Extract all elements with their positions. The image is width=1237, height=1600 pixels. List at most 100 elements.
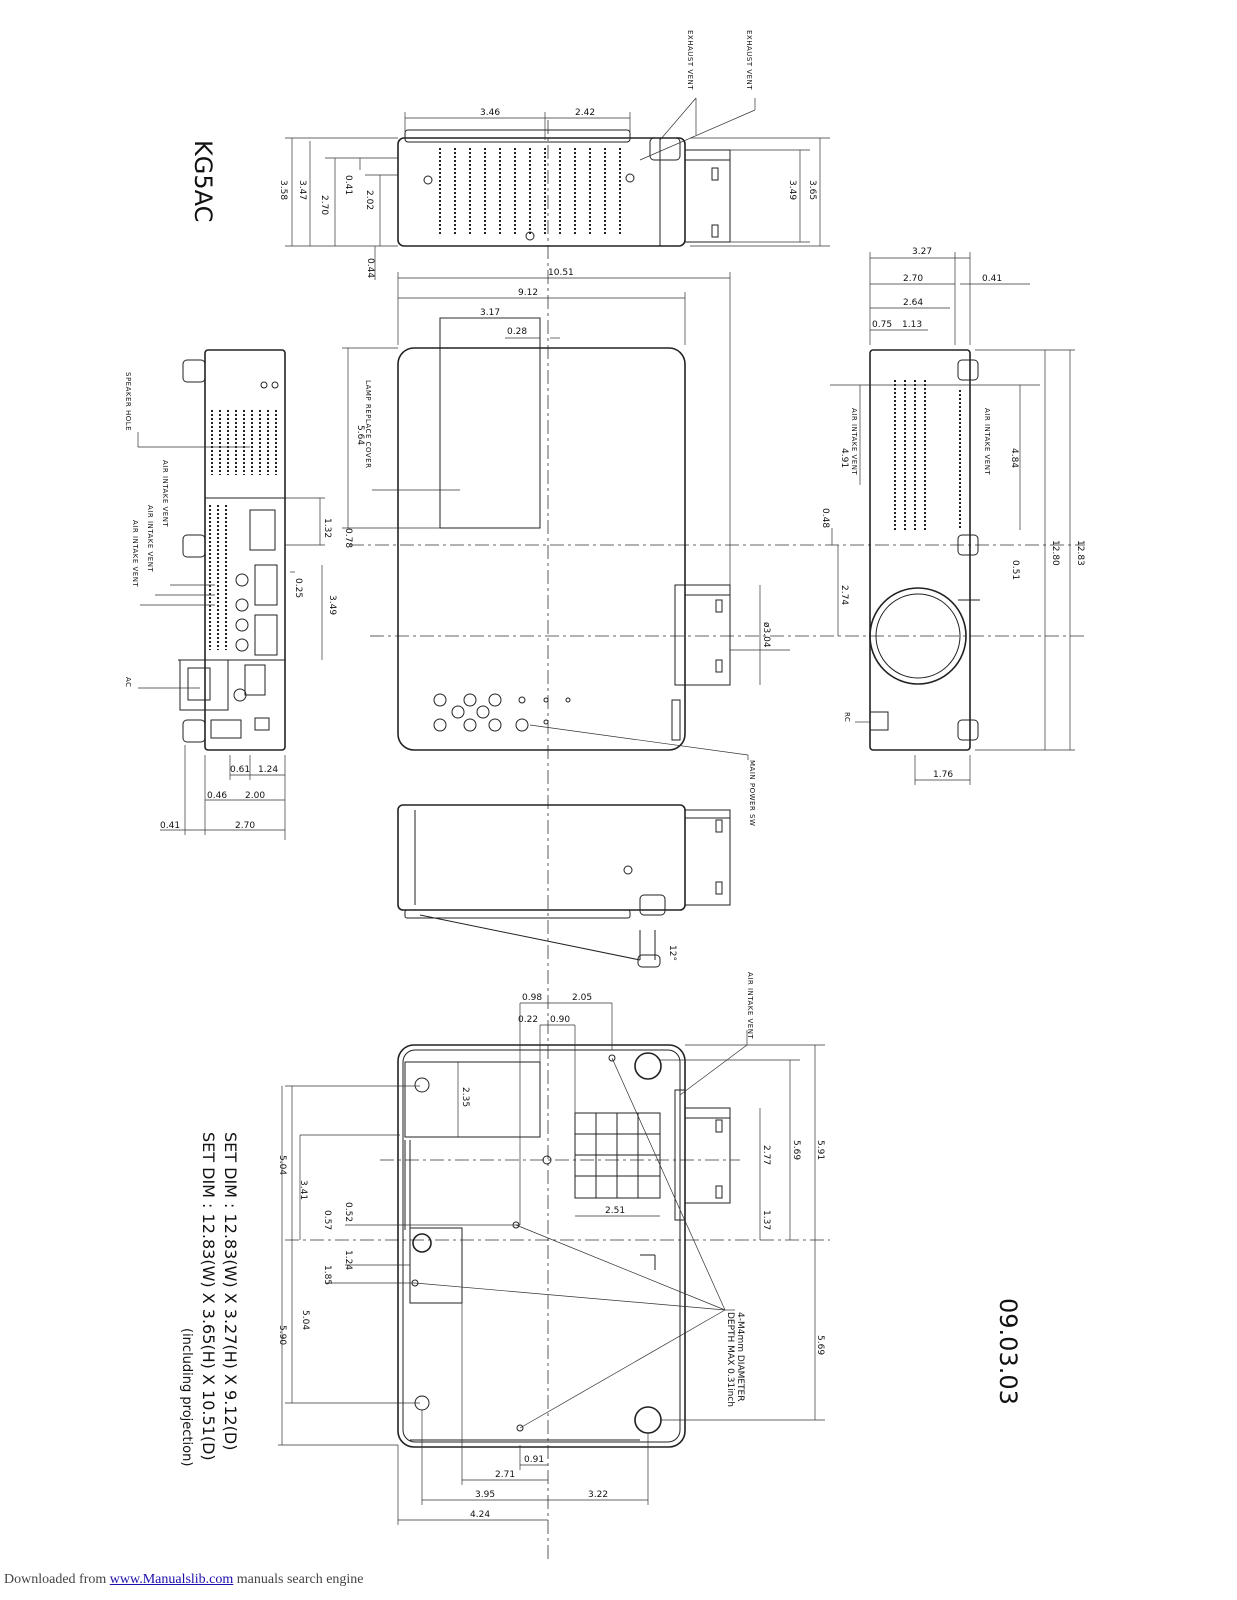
dimension-label: 1.37	[761, 1210, 771, 1230]
dimension-label: 1.24	[258, 765, 278, 775]
ac-label: AC	[124, 677, 132, 688]
dimension-label: 2.02	[364, 190, 374, 210]
dimension-label: 0.41	[982, 274, 1002, 284]
dimension-label: 3.27	[912, 247, 932, 257]
lamp-cover-label: LAMP REPLACE COVER	[364, 380, 372, 468]
dimension-label: 3.95	[475, 1490, 495, 1500]
rc-label: RC	[843, 712, 851, 722]
dimension-label: 3.65	[807, 180, 817, 200]
front-view	[869, 349, 980, 751]
dimension-label: 5.69	[791, 1140, 801, 1160]
dimension-label: 5.04	[300, 1310, 310, 1330]
dimension-label: 4.24	[470, 1510, 490, 1520]
dimension-label: 2.00	[245, 791, 265, 801]
dimension-label: 2.64	[903, 298, 923, 308]
dimension-label: 0.25	[293, 578, 303, 598]
dimension-label: 0.22	[518, 1015, 538, 1025]
rear-view-dimensions: SPEAKER HOLE AIR INTAKE VENT AIR INTAKE …	[124, 372, 353, 840]
dimension-label: 9.12	[518, 288, 538, 298]
dimension-label: 2.70	[319, 195, 329, 215]
top-view-dimensions: 3.46 2.42 3.58 3.47 0.41 2.70 2.02 0.44 …	[278, 30, 830, 280]
dimension-label: 3.58	[278, 180, 288, 200]
dimension-label: 2.05	[572, 993, 592, 1003]
dimension-label: 0.41	[343, 175, 353, 195]
dimension-label: 3.17	[480, 308, 500, 318]
dimension-label: ø3.04	[761, 622, 771, 648]
side-view: 12°	[397, 804, 731, 968]
dimension-label: 3.46	[480, 108, 500, 118]
set-dim-2: SET DIM : 12.83(W) X 3.65(H) X 10.51(D)	[199, 1132, 218, 1461]
dimension-label: 5.69	[815, 1335, 825, 1355]
set-dim-note: (including projection)	[179, 1328, 194, 1466]
main-power-sw-label: MAIN POWER SW	[748, 760, 756, 826]
bottom-view-dimensions: 0.98 2.05 0.22 0.90 2.35 5.04 3.41 0.52 …	[277, 972, 825, 1525]
dimension-label: 5.64	[355, 425, 365, 445]
download-footer: Downloaded from www.Manualslib.com manua…	[4, 1572, 364, 1588]
model-title: KG5AC	[189, 140, 217, 222]
dimension-label: 0.91	[524, 1455, 544, 1465]
dimension-label: 2.42	[575, 108, 595, 118]
dimension-label: 0.75	[872, 320, 892, 330]
rear-view	[178, 349, 286, 751]
dimension-label: 2.35	[460, 1087, 470, 1107]
dimension-label: 0.51	[1010, 560, 1020, 580]
set-dim-1: SET DIM : 12.83(W) X 3.27(H) X 9.12(D)	[221, 1132, 240, 1450]
manualslib-link[interactable]: www.Manualslib.com	[109, 1572, 234, 1587]
speaker-hole-label: SPEAKER HOLE	[124, 372, 132, 431]
air-intake-label-4: AIR INTAKE VENT	[850, 408, 858, 475]
dimension-label: 5.91	[815, 1140, 825, 1160]
dimension-label: 0.44	[365, 258, 375, 278]
air-intake-label-1: AIR INTAKE VENT	[161, 460, 169, 527]
dimension-label: 0.46	[207, 791, 227, 801]
dimension-label: 0.61	[230, 765, 250, 775]
dimension-label: 10.51	[548, 268, 574, 278]
dimension-label: 3.22	[588, 1490, 608, 1500]
dimension-label: 0.57	[322, 1210, 332, 1230]
drawing-date: 09.03.03	[994, 1298, 1022, 1405]
dimension-label: 1.32	[322, 518, 332, 538]
dimension-label: 0.78	[343, 528, 353, 548]
dimension-label: 1.13	[902, 320, 922, 330]
dimension-label: 12.83	[1075, 540, 1085, 566]
dimension-label: 0.48	[820, 508, 830, 528]
dimension-label: 0.90	[550, 1015, 570, 1025]
exhaust-vent-label-2: EXHAUST VENT	[745, 30, 753, 90]
dimension-label: 2.74	[839, 585, 849, 605]
dimension-label: 1.24	[343, 1250, 353, 1270]
dimension-label: 3.47	[297, 180, 307, 200]
dimension-label: 2.70	[235, 821, 255, 831]
air-intake-label-5: AIR INTAKE VENT	[983, 408, 991, 475]
footer-suffix: manuals search engine	[233, 1572, 364, 1587]
main-view-dimensions: 10.51 9.12 3.17 0.28 5.64 LAMP REPLACE C…	[342, 268, 731, 585]
m4-hole-label-1: 4-M4mm DIAMETER	[735, 1312, 745, 1402]
dimension-label: 2.51	[605, 1206, 625, 1216]
dimension-label: 0.28	[507, 327, 527, 337]
footer-prefix: Downloaded from	[4, 1572, 110, 1587]
dimension-label: 3.49	[327, 595, 337, 615]
dimension-label: 3.49	[787, 180, 797, 200]
air-intake-label-2: AIR INTAKE VENT	[146, 505, 154, 572]
dimension-label: 0.52	[343, 1202, 353, 1222]
dimension-label: 0.98	[522, 993, 542, 1003]
air-intake-label-6: AIR INTAKE VENT	[746, 972, 754, 1039]
dimension-label: 12.80	[1050, 540, 1060, 566]
dimension-label: 0.41	[160, 821, 180, 831]
dimension-label: 1.76	[933, 770, 953, 780]
top-view	[397, 129, 731, 247]
dimension-label: 2.70	[903, 274, 923, 284]
dimension-label: 4.91	[839, 448, 849, 468]
dimension-label: 12°	[667, 945, 677, 961]
bottom-view	[397, 1044, 731, 1448]
dimension-label: 3.41	[298, 1180, 308, 1200]
dimension-label: 1.85	[322, 1265, 332, 1285]
dimension-label: 2.77	[761, 1145, 771, 1165]
air-intake-label-3: AIR INTAKE VENT	[131, 520, 139, 587]
exhaust-vent-label-1: EXHAUST VENT	[686, 30, 694, 90]
front-view-dimensions: 3.27 2.70 0.41 2.64 0.75 1.13 AIR INTAKE…	[730, 247, 1085, 785]
dimension-label: 4.84	[1009, 448, 1019, 468]
dimension-label: 2.71	[495, 1470, 515, 1480]
m4-hole-label-2: DEPTH MAX 0.31inch	[725, 1312, 735, 1407]
main-view	[397, 317, 731, 751]
dimension-label: 5.90	[277, 1325, 287, 1345]
